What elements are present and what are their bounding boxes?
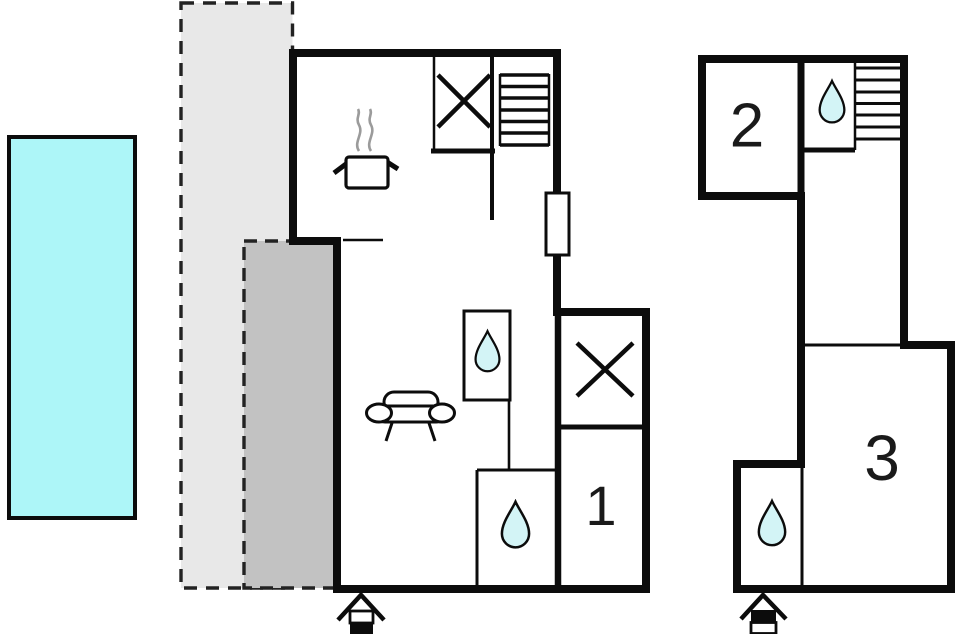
crossed-box-icon — [554, 312, 646, 589]
stove-icon — [332, 108, 400, 190]
upper-floor-interior — [797, 59, 901, 589]
steam-icon — [367, 108, 374, 152]
door — [544, 191, 571, 257]
stairs-icon — [498, 73, 551, 147]
room-1-label: 1 — [585, 474, 616, 537]
sofa-icon — [365, 390, 456, 442]
room-2-label: 2 — [730, 91, 764, 160]
crossed-box-icon — [431, 53, 495, 220]
pool — [7, 135, 137, 520]
steam-icon — [355, 108, 362, 152]
entrance-arrow-icon — [739, 591, 788, 634]
stairs-icon — [855, 66, 901, 141]
building-upper-floor-outline — [698, 55, 955, 593]
entrance-arrow-icon — [336, 591, 386, 634]
ground-floor-interior — [332, 53, 646, 589]
room-3-label: 3 — [864, 422, 900, 494]
terrace-dark — [242, 239, 339, 590]
